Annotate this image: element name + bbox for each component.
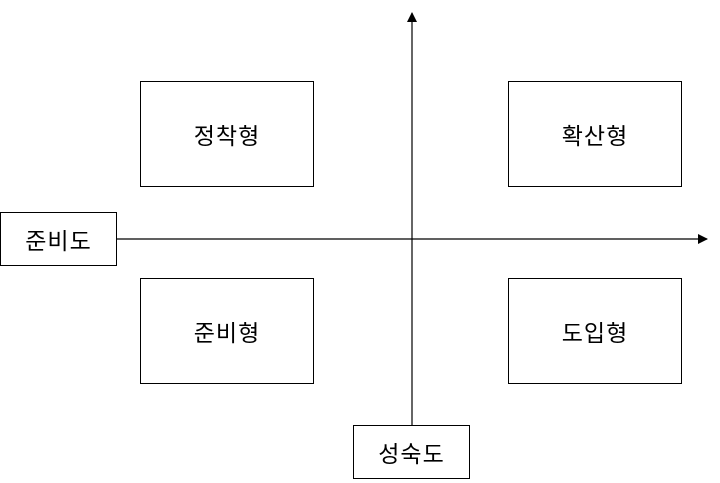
- y-axis-label-box: 성숙도: [353, 425, 470, 479]
- x-axis-label: 준비도: [25, 229, 92, 255]
- quadrant-bottom-left-label: 준비형: [193, 321, 261, 347]
- quadrant-top-right-box: 확산형: [508, 81, 682, 187]
- quadrant-bottom-right-label: 도입형: [561, 321, 629, 347]
- y-axis-label: 성숙도: [378, 442, 445, 468]
- quadrant-top-right-label: 확산형: [561, 124, 629, 150]
- quadrant-bottom-right-box: 도입형: [508, 278, 682, 384]
- quadrant-bottom-left-box: 준비형: [140, 278, 314, 384]
- quadrant-top-left-box: 정착형: [140, 81, 314, 187]
- x-axis-label-box: 준비도: [0, 212, 117, 266]
- quadrant-top-left-label: 정착형: [193, 124, 261, 150]
